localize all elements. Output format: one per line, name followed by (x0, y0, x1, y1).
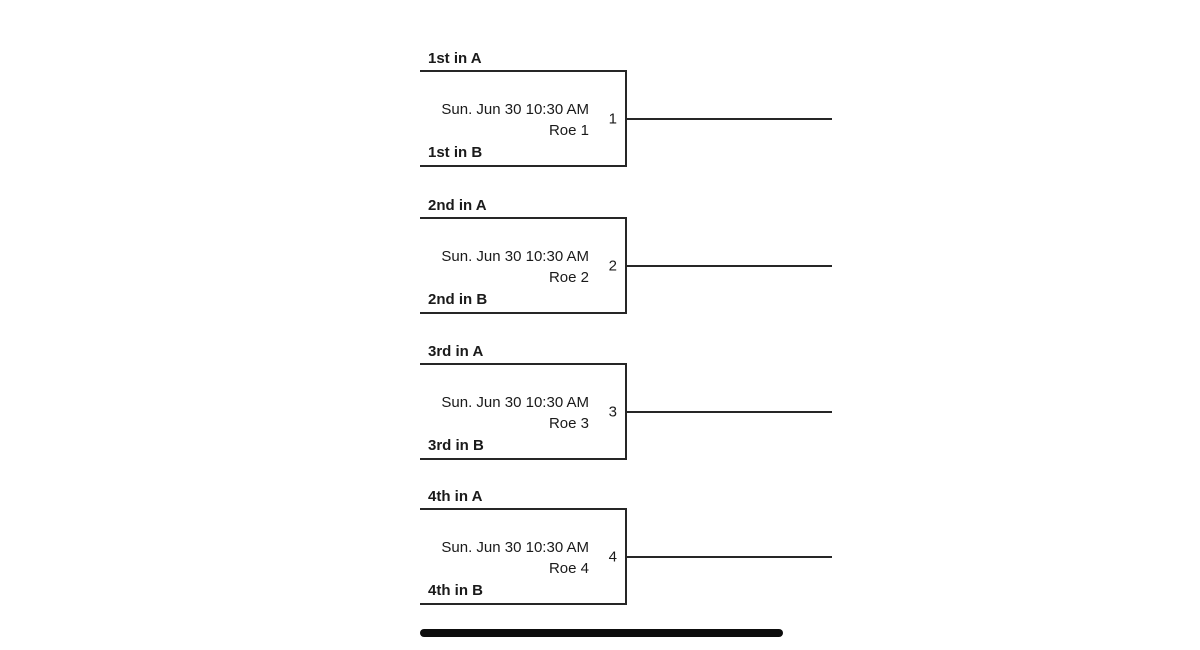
bracket-match-1[interactable]: 1st in A Sun. Jun 30 10:30 AM Roe 1 1 1s… (420, 50, 832, 167)
match-court: Roe 3 (548, 414, 589, 432)
match-court: Roe 4 (548, 559, 589, 577)
match-box: Sun. Jun 30 10:30 AM Roe 3 3 3rd in B (420, 363, 627, 460)
slot-label-top: 3rd in A (428, 343, 484, 360)
match-datetime: Sun. Jun 30 10:30 AM (441, 538, 589, 556)
match-info: Sun. Jun 30 10:30 AM Roe 3 (441, 391, 589, 433)
winner-line (627, 555, 832, 558)
horizontal-scrollbar-thumb[interactable] (420, 629, 783, 637)
match-info: Sun. Jun 30 10:30 AM Roe 1 (441, 98, 589, 140)
match-number: 3 (608, 403, 617, 420)
match-number: 1 (608, 110, 617, 127)
bracket-match-4[interactable]: 4th in A Sun. Jun 30 10:30 AM Roe 4 4 4t… (420, 488, 832, 605)
slot-label-bottom: 3rd in B (428, 437, 484, 454)
winner-line (627, 117, 832, 120)
winner-line (627, 410, 832, 413)
match-info: Sun. Jun 30 10:30 AM Roe 2 (441, 245, 589, 287)
match-box: Sun. Jun 30 10:30 AM Roe 1 1 1st in B (420, 70, 627, 167)
slot-label-top: 4th in A (428, 488, 483, 505)
slot-label-top: 2nd in A (428, 197, 487, 214)
match-datetime: Sun. Jun 30 10:30 AM (441, 393, 589, 411)
slot-label-top: 1st in A (428, 50, 482, 67)
winner-line (627, 264, 832, 267)
match-court: Roe 2 (548, 268, 589, 286)
match-number: 2 (608, 257, 617, 274)
bracket-match-3[interactable]: 3rd in A Sun. Jun 30 10:30 AM Roe 3 3 3r… (420, 343, 832, 460)
bracket-match-2[interactable]: 2nd in A Sun. Jun 30 10:30 AM Roe 2 2 2n… (420, 197, 832, 314)
slot-label-bottom: 4th in B (428, 582, 483, 599)
match-datetime: Sun. Jun 30 10:30 AM (441, 247, 589, 265)
match-box: Sun. Jun 30 10:30 AM Roe 2 2 2nd in B (420, 217, 627, 314)
slot-label-bottom: 1st in B (428, 144, 483, 161)
slot-label-bottom: 2nd in B (428, 291, 488, 308)
match-number: 4 (608, 548, 617, 565)
match-datetime: Sun. Jun 30 10:30 AM (441, 100, 589, 118)
match-court: Roe 1 (548, 121, 589, 139)
match-info: Sun. Jun 30 10:30 AM Roe 4 (441, 536, 589, 578)
match-box: Sun. Jun 30 10:30 AM Roe 4 4 4th in B (420, 508, 627, 605)
